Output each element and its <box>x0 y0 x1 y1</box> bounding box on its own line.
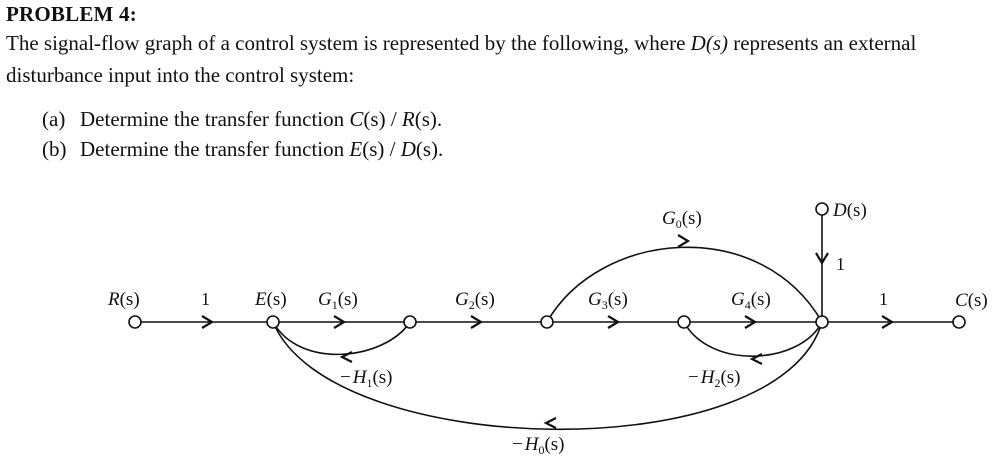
question-a-text: Determine the transfer function <box>80 107 350 131</box>
node-5 <box>815 315 829 329</box>
node-4 <box>677 315 691 329</box>
label-g4: G4(s) <box>731 289 771 312</box>
problem-title: PROBLEM 4: <box>6 2 137 26</box>
question-b-text: Determine the transfer function <box>80 137 350 161</box>
question-a: (a) Determine the transfer function C(s) … <box>42 107 442 132</box>
arrow-icon <box>607 315 621 329</box>
label-gain-r-e: 1 <box>201 289 210 309</box>
label-h1: −H1(s) <box>340 367 393 390</box>
node-d <box>815 202 829 216</box>
arrow-icon <box>749 353 763 365</box>
arrow-icon <box>201 315 215 329</box>
node-2 <box>403 315 417 329</box>
label-h2: −H2(s) <box>688 367 741 390</box>
arrow-icon <box>333 315 347 329</box>
label-c: C(s) <box>955 290 988 311</box>
g0-branch <box>546 246 823 323</box>
intro-text-1: The signal-flow graph of a control syste… <box>6 31 691 55</box>
question-b-end: (s). <box>415 137 444 161</box>
label-h0: −H0(s) <box>512 434 565 457</box>
question-b: (b) Determine the transfer function E(s) … <box>42 137 443 162</box>
node-c <box>952 315 966 329</box>
question-b-mid: (s) / <box>362 137 401 161</box>
label-gain-d: 1 <box>836 254 845 274</box>
question-a-num: C <box>349 107 364 131</box>
question-b-num: E <box>349 137 363 161</box>
arrow-icon <box>815 252 829 266</box>
arrow-icon <box>339 351 353 363</box>
label-e: E(s) <box>254 289 287 310</box>
question-a-label: (a) <box>42 107 66 131</box>
h1-feedback-branch <box>272 321 411 356</box>
arrow-icon <box>470 315 484 329</box>
arrow-icon <box>677 234 691 248</box>
node-r <box>128 315 142 329</box>
question-a-mid: (s) / <box>363 107 402 131</box>
question-b-label: (b) <box>42 137 67 161</box>
label-g1: G1(s) <box>318 289 358 312</box>
label-g2: G2(s) <box>455 289 495 312</box>
question-a-den: R <box>401 107 415 131</box>
arrow-icon <box>881 315 895 329</box>
label-d: D(s) <box>832 200 867 221</box>
arrow-icon <box>543 417 557 429</box>
label-g0: G0(s) <box>662 208 702 231</box>
question-b-den: D <box>400 137 416 161</box>
label-gain-5-c: 1 <box>879 289 888 309</box>
intro-disturbance: D(s) <box>690 31 728 55</box>
node-3 <box>540 315 554 329</box>
label-g3: G3(s) <box>588 289 628 312</box>
arrow-icon <box>744 315 758 329</box>
h2-feedback-branch <box>683 321 823 357</box>
question-a-end: (s). <box>414 107 443 131</box>
label-r: R(s) <box>107 289 140 310</box>
intro-text-2: represents an external disturbance input… <box>6 31 917 87</box>
h0-feedback-branch <box>272 321 823 431</box>
problem-statement: The signal-flow graph of a control syste… <box>6 27 995 91</box>
node-e <box>266 315 280 329</box>
